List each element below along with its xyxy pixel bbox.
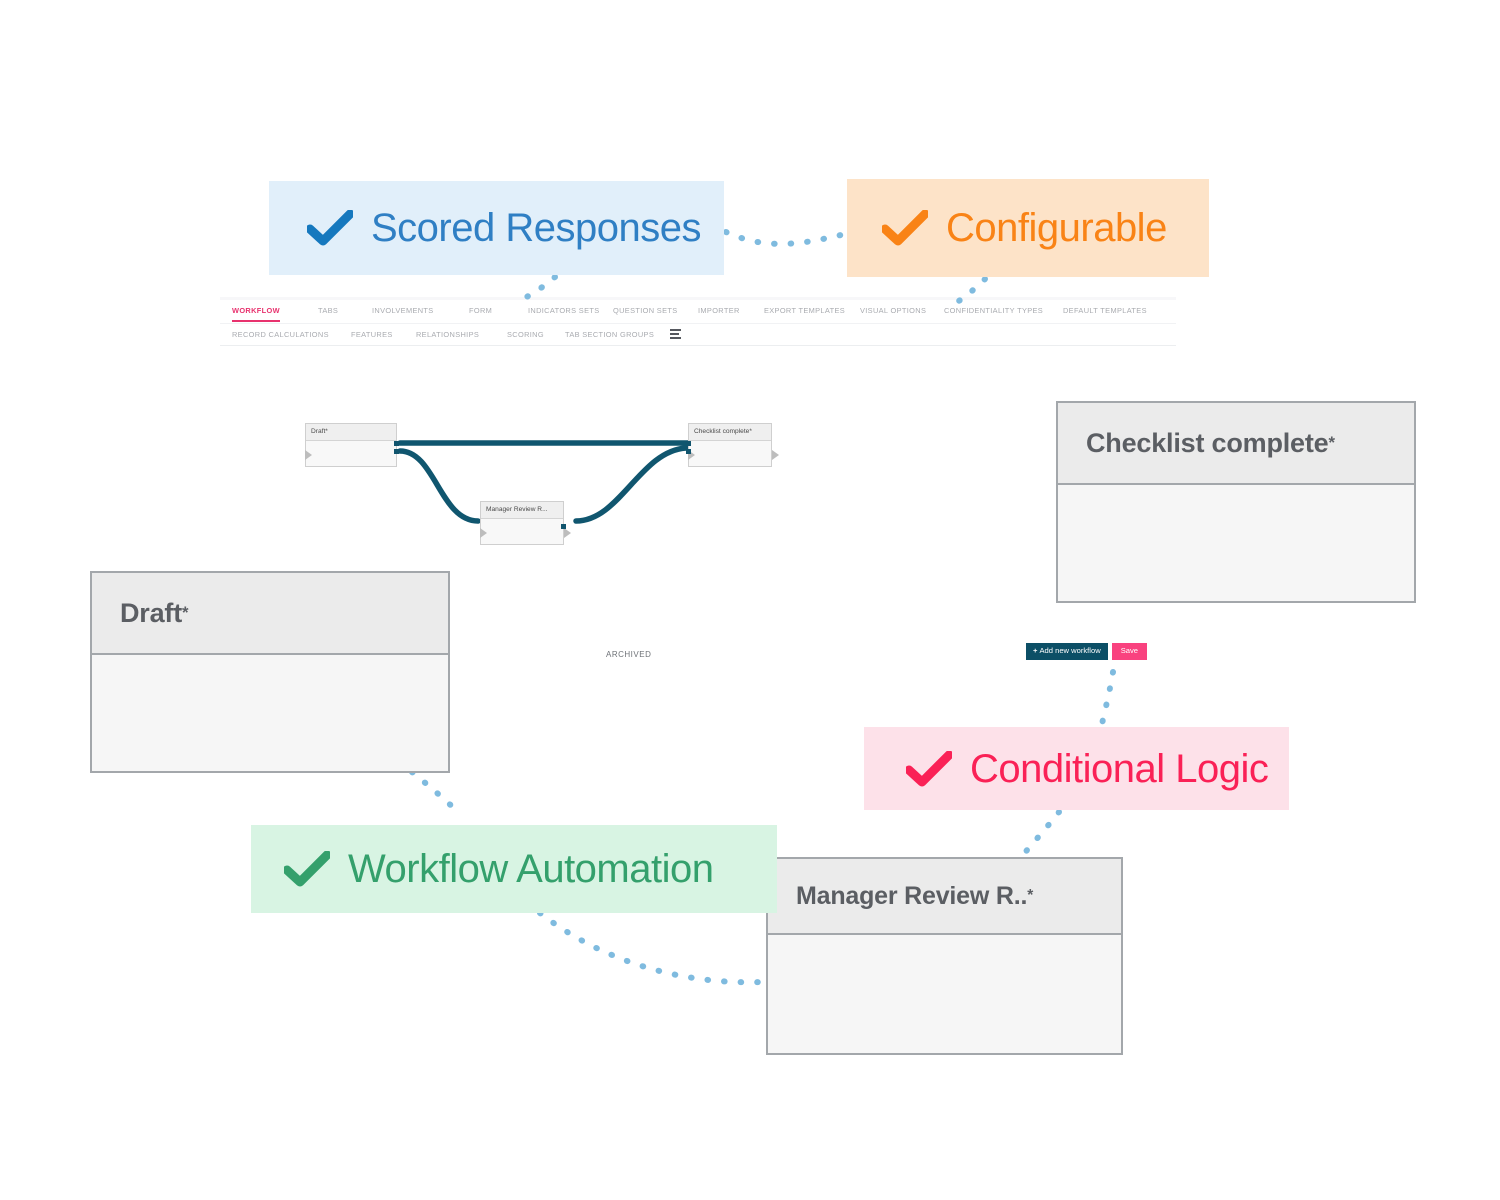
tab-default-templates[interactable]: DEFAULT TEMPLATES: [1063, 306, 1147, 315]
check-icon: [906, 750, 952, 786]
zoom-card-draft-title: Draft*: [92, 573, 448, 655]
workflow-edges: [397, 440, 691, 524]
port-in-icon[interactable]: [688, 450, 695, 460]
workflow-node-draft-label: Draft*: [306, 424, 396, 441]
edge-manager-to-checklist: [573, 445, 689, 524]
workflow-node-manager-review-label: Manager Review R...: [481, 502, 563, 519]
required-star: *: [182, 603, 189, 622]
tab-relationships[interactable]: RELATIONSHIPS: [416, 330, 480, 339]
add-new-workflow-label: Add new workflow: [1039, 646, 1101, 655]
tab-scoring[interactable]: SCORING: [507, 330, 544, 339]
connector-draft-to-workflow: [409, 769, 459, 813]
tab-tab-section-groups[interactable]: TAB SECTION GROUPS: [565, 330, 655, 339]
workflow-node-manager-review-body: [481, 519, 563, 544]
tab-features[interactable]: FEATURES: [351, 330, 393, 339]
tab-bar: WORKFLOW TABS INVOLVEMENTS FORM INDICATO…: [220, 300, 1176, 346]
tab-record-calculations[interactable]: RECORD CALCULATIONS: [232, 330, 329, 339]
tab-importer[interactable]: IMPORTER: [698, 306, 740, 315]
connector-workflow-to-manager: [537, 910, 765, 986]
feature-pill-scored-responses[interactable]: Scored Responses: [269, 181, 724, 275]
port-in-icon[interactable]: [480, 528, 487, 538]
connector-dot[interactable]: [561, 524, 566, 529]
feature-pill-conditional-logic-label: Conditional Logic: [970, 746, 1269, 791]
archived-label: ARCHIVED: [606, 650, 652, 659]
connector-dot[interactable]: [686, 449, 691, 454]
port-out-icon[interactable]: [772, 450, 779, 460]
add-new-workflow-button[interactable]: +Add new workflow: [1026, 643, 1108, 660]
zoom-card-manager-review: Manager Review R..*: [766, 857, 1123, 1055]
plus-icon: +: [1033, 646, 1038, 655]
workflow-node-draft[interactable]: Draft*: [305, 423, 399, 467]
save-button[interactable]: Save: [1111, 643, 1147, 660]
port-out-icon[interactable]: [564, 528, 571, 538]
feature-pill-configurable-label: Configurable: [946, 206, 1167, 250]
tab-row-primary: WORKFLOW TABS INVOLVEMENTS FORM INDICATO…: [220, 300, 1176, 323]
connector-conditional-to-manager: [1019, 809, 1062, 859]
zoom-card-manager-review-title: Manager Review R..*: [768, 859, 1121, 935]
connector-dot[interactable]: [686, 441, 691, 446]
hamburger-menu-icon[interactable]: [670, 329, 681, 339]
check-icon: [284, 851, 330, 887]
zoom-card-checklist-complete-title: Checklist complete*: [1058, 403, 1414, 485]
connector-scored-to-configurable: [723, 229, 848, 247]
feature-pill-workflow-automation[interactable]: Workflow Automation: [251, 825, 777, 913]
workflow-node-draft-body: [306, 441, 396, 466]
tab-workflow[interactable]: WORKFLOW: [232, 306, 280, 322]
check-icon: [882, 210, 928, 246]
workflow-node-checklist[interactable]: Checklist complete*: [686, 423, 779, 467]
zoom-card-title-text: Checklist complete: [1086, 427, 1329, 458]
port-in-icon[interactable]: [305, 450, 312, 460]
zoom-card-draft: Draft*: [90, 571, 450, 773]
zoom-card-title-text: Manager Review R..: [796, 881, 1028, 910]
app-screenshot: WORKFLOW TABS INVOLVEMENTS FORM INDICATO…: [220, 297, 1176, 680]
workflow-node-checklist-body: [689, 441, 771, 466]
zoom-card-draft-body: [92, 655, 448, 771]
tab-row-secondary: RECORD CALCULATIONS FEATURES RELATIONSHI…: [220, 323, 1176, 345]
tab-question-sets[interactable]: QUESTION SETS: [613, 306, 678, 315]
zoom-card-checklist-complete: Checklist complete*: [1056, 401, 1416, 603]
connector-dot[interactable]: [394, 441, 399, 446]
tab-form[interactable]: FORM: [469, 306, 493, 315]
zoom-card-checklist-complete-body: [1058, 485, 1414, 601]
tab-visual-options[interactable]: VISUAL OPTIONS: [860, 306, 927, 315]
tab-confidentiality-types[interactable]: CONFIDENTIALITY TYPES: [944, 306, 1044, 315]
feature-pill-conditional-logic[interactable]: Conditional Logic: [864, 727, 1289, 810]
feature-pill-configurable[interactable]: Configurable: [847, 179, 1209, 277]
required-star: *: [1328, 433, 1336, 452]
feature-pill-workflow-automation-label: Workflow Automation: [348, 847, 714, 891]
tab-involvements[interactable]: INVOLVEMENTS: [372, 306, 434, 315]
edge-draft-to-manager: [397, 448, 481, 524]
workflow-node-checklist-label: Checklist complete*: [689, 424, 771, 441]
action-button-row: +Add new workflow Save: [1026, 643, 1147, 660]
workflow-node-manager-review[interactable]: Manager Review R...: [480, 501, 571, 545]
tab-tabs[interactable]: TABS: [318, 306, 339, 315]
required-star: *: [1027, 887, 1034, 904]
zoom-card-manager-review-body: [768, 935, 1121, 1053]
tab-export-templates[interactable]: EXPORT TEMPLATES: [764, 306, 846, 315]
connector-dot[interactable]: [394, 449, 399, 454]
feature-pill-scored-responses-label: Scored Responses: [371, 206, 701, 250]
check-icon: [307, 210, 353, 246]
tab-indicators-sets[interactable]: INDICATORS SETS: [528, 306, 600, 315]
zoom-card-title-text: Draft: [120, 597, 183, 628]
